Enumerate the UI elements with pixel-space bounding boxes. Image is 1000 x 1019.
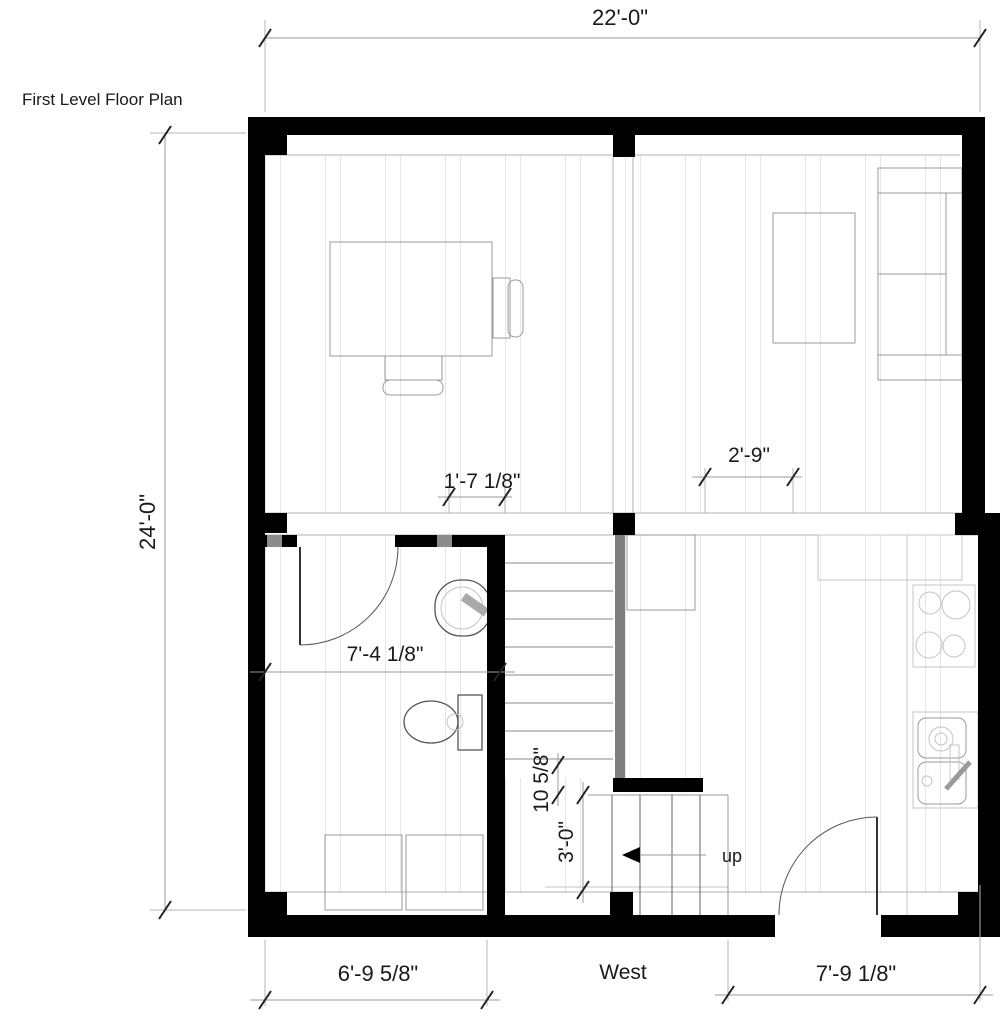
interior-walls bbox=[265, 535, 703, 915]
entry-door bbox=[778, 816, 878, 916]
dim-label-upper-room-offset: 1'-7 1/8" bbox=[444, 470, 521, 493]
up-arrow-icon bbox=[622, 847, 640, 863]
stair-side-wall bbox=[615, 535, 625, 778]
stairs-up-label: up bbox=[722, 846, 742, 866]
wall-right-lower bbox=[978, 513, 1000, 937]
dimension-upper-room-offset: 1'-7 1/8" bbox=[438, 470, 520, 513]
kitchen-sink bbox=[912, 711, 979, 809]
dim-label-overall-width: 22'-0" bbox=[592, 5, 648, 30]
kitchen-faucet bbox=[944, 760, 972, 791]
exterior-walls bbox=[248, 117, 1000, 937]
wall-right-upper bbox=[962, 117, 985, 518]
toilet bbox=[403, 694, 483, 751]
wall-bottom-right bbox=[881, 915, 1000, 937]
stairs-upper-flight bbox=[505, 562, 613, 760]
dim-label-bedroom-width: 6'-9 5/8" bbox=[338, 961, 419, 986]
dimension-entry-width: 7'-9 1/8" bbox=[715, 885, 993, 1005]
dim-label-bathroom-width: 7'-4 1/8" bbox=[347, 643, 424, 666]
wall-top bbox=[248, 117, 985, 135]
dimension-overall-width: 22'-0" bbox=[258, 5, 987, 112]
kitchen-closet bbox=[626, 534, 696, 611]
dimension-bathroom-width: 7'-4 1/8" bbox=[250, 643, 515, 682]
compass-label: West bbox=[599, 961, 647, 984]
stove bbox=[912, 584, 976, 668]
dim-label-overall-depth: 24'-0" bbox=[135, 494, 160, 550]
faucet-handle bbox=[460, 593, 489, 617]
wall-bottom-left bbox=[248, 915, 775, 937]
stair-bottom-wall bbox=[613, 778, 703, 792]
bathroom-door bbox=[299, 546, 399, 646]
plan-title: First Level Floor Plan bbox=[22, 90, 183, 109]
dim-label-living-room-offset: 2'-9" bbox=[728, 444, 770, 467]
dimension-overall-depth: 24'-0" bbox=[135, 125, 246, 920]
dimension-living-room-offset: 2'-9" bbox=[692, 444, 802, 513]
wall-piers bbox=[265, 135, 978, 915]
desk-side-chair bbox=[492, 277, 524, 339]
bathroom-right-wall bbox=[487, 535, 505, 915]
dimension-bedroom-width: 6'-9 5/8" bbox=[250, 940, 500, 1010]
wall-left bbox=[248, 117, 265, 937]
stairs-lower-flight bbox=[545, 794, 729, 915]
coffee-table bbox=[772, 212, 856, 344]
dim-label-entry-width: 7'-9 1/8" bbox=[816, 961, 897, 986]
dim-label-stair-tread-depth: 10 5/8" bbox=[530, 747, 553, 813]
dimension-stair-tread-depth: 10 5/8" bbox=[530, 747, 565, 813]
kitchen-counter bbox=[817, 534, 963, 581]
dimension-stair-run-width: 3'-0" bbox=[555, 782, 590, 903]
desk-front-chair bbox=[382, 355, 444, 396]
bedroom-storage bbox=[324, 834, 484, 911]
dim-label-stair-run-width: 3'-0" bbox=[555, 821, 578, 863]
